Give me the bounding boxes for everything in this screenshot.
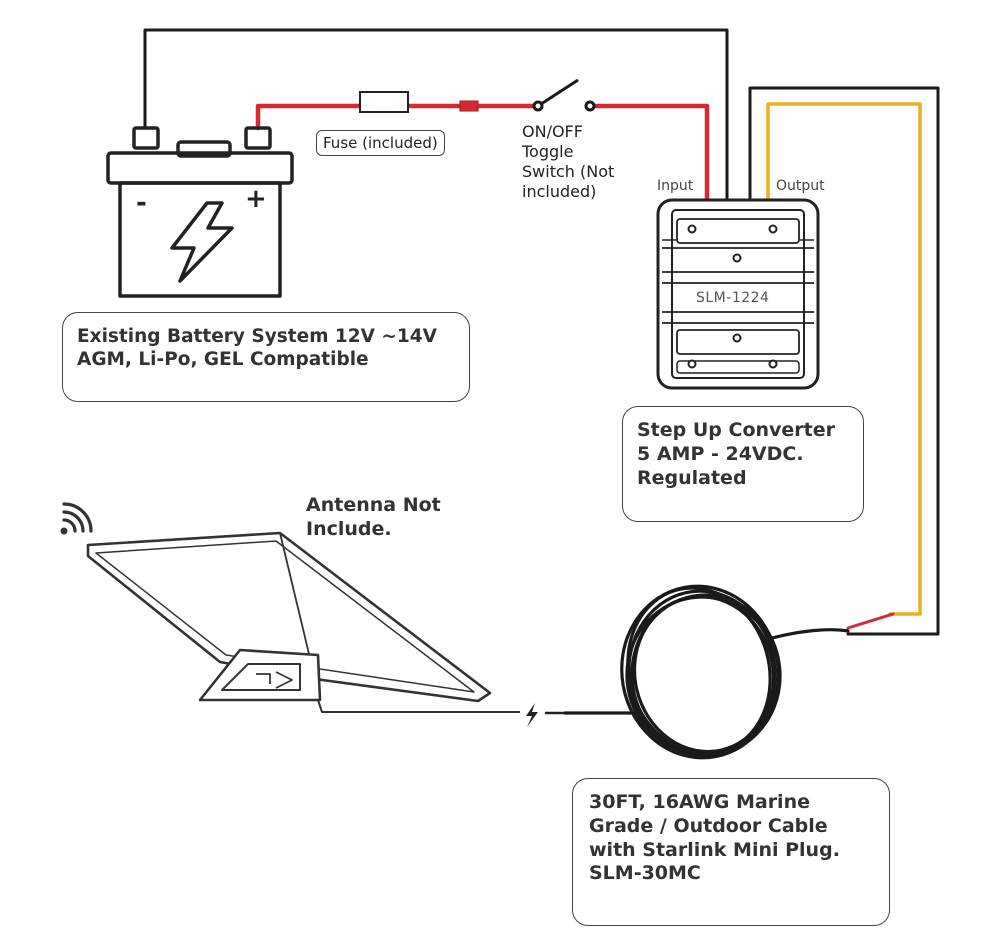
antenna-note-line: Include. <box>306 517 392 540</box>
coiled-cable-icon <box>563 584 850 760</box>
wifi-signal-icon <box>60 502 93 535</box>
converter-callout-line: Regulated <box>637 466 747 489</box>
switch-label: ON/OFF Toggle Switch (Not included) <box>522 122 614 202</box>
cable-callout-line: Grade / Outdoor Cable <box>589 814 828 837</box>
positive-wire-switch-to-converter <box>589 103 710 208</box>
converter-callout: Step Up Converter 5 AMP - 24VDC. Regulat… <box>622 406 864 522</box>
cable-callout-line: 30FT, 16AWG Marine <box>589 791 810 813</box>
converter-icon <box>656 198 820 390</box>
satellite-antenna-icon <box>86 531 520 713</box>
converter-input-label: Input <box>657 178 694 194</box>
fuse-icon <box>359 91 479 113</box>
cable-callout: 30FT, 16AWG Marine Grade / Outdoor Cable… <box>572 778 890 926</box>
converter-model-label: SLM-1224 <box>696 290 770 306</box>
switch-label-line: included) <box>522 182 597 201</box>
toggle-switch-icon <box>532 78 596 112</box>
output-positive-wire <box>766 102 922 616</box>
converter-callout-line: 5 AMP - 24VDC. <box>637 442 804 465</box>
switch-label-line: Toggle <box>522 142 574 161</box>
cable-callout-line: with Starlink Mini Plug. <box>589 838 840 861</box>
switch-label-line: Switch (Not <box>522 162 615 181</box>
antenna-note: Antenna Not Include. <box>306 494 441 542</box>
output-negative-wire <box>748 86 940 636</box>
battery-callout: Existing Battery System 12V ~14V AGM, Li… <box>62 312 470 402</box>
converter-output-label: Output <box>776 178 825 194</box>
battery-icon <box>106 126 294 298</box>
connector-lightning-icon <box>526 703 565 727</box>
converter-callout-line: Step Up Converter <box>637 419 836 441</box>
antenna-note-line: Antenna Not <box>306 494 441 516</box>
fuse-label: Fuse (included) <box>316 130 445 156</box>
positive-wire-to-fuse <box>255 103 363 131</box>
lightning-icon <box>170 201 234 283</box>
negative-wire <box>143 28 729 207</box>
battery-minus-sign: - <box>136 188 147 218</box>
battery-callout-line: AGM, Li-Po, GEL Compatible <box>77 349 369 371</box>
cable-tail-red <box>846 612 895 630</box>
cable-callout-line: SLM-30MC <box>589 862 701 885</box>
battery-plus-sign: + <box>245 184 267 214</box>
wires <box>143 28 940 636</box>
battery-callout-line: Existing Battery System 12V ~14V <box>77 326 437 347</box>
switch-label-line: ON/OFF <box>522 122 583 141</box>
